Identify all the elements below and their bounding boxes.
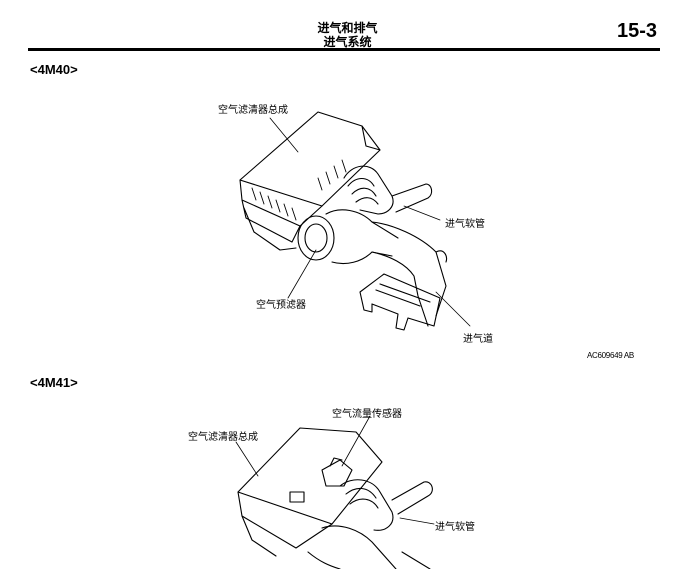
callout-air-cleaner: 空气滤清器总成	[218, 105, 288, 116]
intake-diagram-4m41	[235, 415, 435, 569]
header-title-line1: 进气和排气	[317, 21, 378, 35]
callout-intake-duct: 进气道	[463, 334, 493, 345]
leader-intake-hose	[403, 205, 441, 221]
header-title-line2: 进气系统	[323, 35, 372, 49]
air-cleaner-body	[239, 111, 381, 207]
callout-air-cleaner-4m41: 空气滤清器总成	[188, 432, 258, 443]
leader-pre-cleaner	[287, 249, 317, 299]
air-cleaner-body-4m41	[237, 427, 383, 525]
callout-intake-hose-4m41: 进气软管	[435, 522, 475, 533]
section-label-4m40: <4M40>	[30, 62, 78, 77]
callout-maf-sensor: 空气流量传感器	[332, 409, 402, 420]
figure-id: AC609649 AB	[587, 351, 634, 360]
callout-pre-cleaner: 空气预滤器	[256, 300, 306, 311]
header-rule	[28, 48, 660, 51]
leader-air-cleaner	[269, 117, 299, 153]
leader-intake-duct	[435, 291, 471, 327]
callout-intake-hose: 进气软管	[445, 219, 485, 230]
page-number: 15-3	[616, 20, 657, 42]
section-label-4m41: <4M41>	[30, 375, 78, 390]
